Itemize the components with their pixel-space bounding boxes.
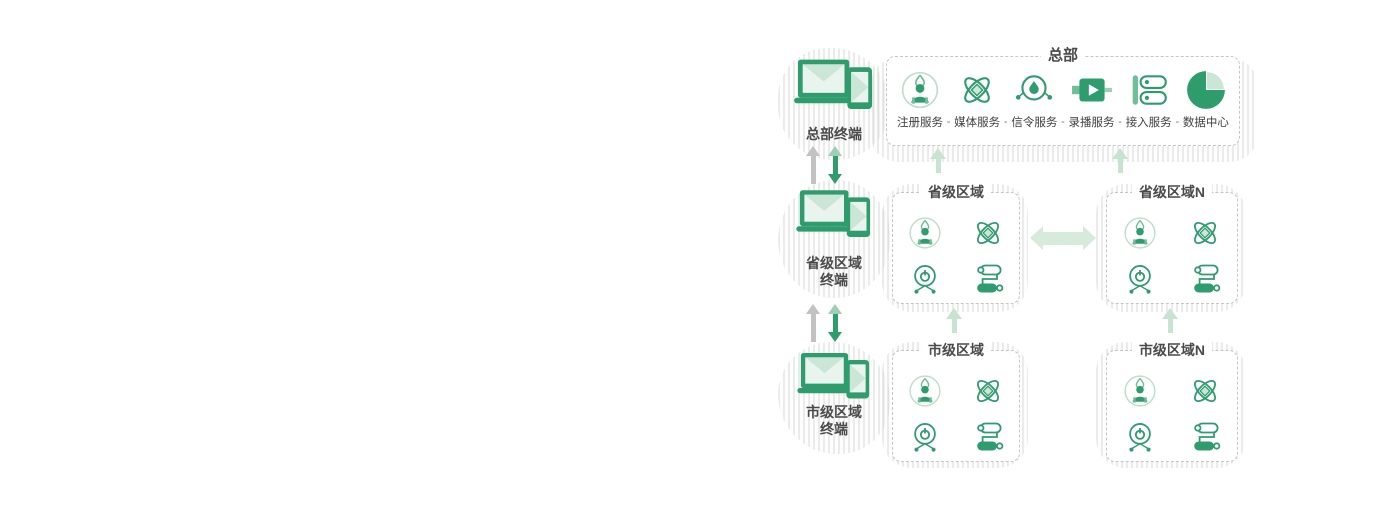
up-arrow-light-icon	[930, 148, 946, 173]
signal-icon	[1013, 69, 1055, 111]
city-box-n: 市级区域N	[1106, 341, 1238, 462]
double-arrow-green-icon	[828, 304, 842, 342]
hq-services-row: 注册服务 - 媒体服务 - 信令服务 - 录播服务 - 接入服务 -	[887, 57, 1239, 130]
service-separator: -	[1061, 116, 1065, 128]
city-box-n-title: 市级区域N	[1131, 341, 1213, 359]
register-icon	[907, 373, 943, 409]
province-box-n-title: 省级区域N	[1131, 183, 1213, 201]
service-label: 信令服务	[1011, 117, 1058, 129]
access-icon	[1128, 69, 1170, 111]
province-link-arrow-icon	[1030, 226, 1096, 250]
up-arrow-gray-icon	[806, 146, 820, 184]
province-terminal-label-line1: 省级区域	[806, 255, 862, 271]
register-icon	[1122, 215, 1158, 251]
service-separator: -	[1118, 116, 1122, 128]
media-icon	[970, 215, 1006, 251]
up-arrow-light-icon	[1162, 308, 1178, 333]
service-item: 录播服务	[1069, 69, 1115, 130]
up-arrow-light-icon	[1112, 148, 1128, 173]
server2-icon	[970, 261, 1006, 297]
service-item: 数据中心	[1183, 69, 1229, 130]
service-separator: -	[1175, 116, 1180, 128]
media-icon	[1187, 215, 1223, 251]
service-separator: -	[946, 116, 951, 128]
hq-terminal-icon	[792, 52, 878, 128]
server2-icon	[970, 419, 1006, 455]
up-arrow-light-icon	[946, 308, 962, 333]
datacenter-icon	[1185, 69, 1227, 111]
cam-icon	[907, 419, 943, 455]
province-terminal-label: 省级区域 终端	[779, 255, 889, 289]
media-icon	[970, 373, 1006, 409]
province-box-n: 省级区域N	[1106, 183, 1238, 304]
register-icon	[899, 69, 941, 111]
province-terminal-icon	[792, 183, 878, 255]
service-label: 媒体服务	[954, 117, 1001, 129]
city-terminal-label-line2: 终端	[820, 421, 848, 437]
city-terminal-label-line1: 市级区域	[806, 404, 862, 420]
record-icon	[1071, 69, 1113, 111]
province-box-title: 省级区域	[921, 183, 991, 201]
cam-icon	[907, 261, 943, 297]
service-item: 信令服务	[1011, 69, 1057, 130]
cam-icon	[1122, 261, 1158, 297]
hq-terminal-label-line1: 总部终端	[806, 126, 862, 142]
region-icon-grid	[893, 193, 1019, 299]
region-icon-grid	[1107, 351, 1237, 457]
cam-icon	[1122, 419, 1158, 455]
city-box: 市级区域	[892, 341, 1020, 462]
city-box-title: 市级区域	[921, 341, 991, 359]
province-terminal-label-line2: 终端	[820, 272, 848, 288]
service-label: 注册服务	[897, 117, 943, 129]
media-icon	[1187, 373, 1223, 409]
service-item: 注册服务	[897, 69, 943, 130]
region-icon-grid	[893, 351, 1019, 457]
up-arrow-gray-icon	[806, 304, 820, 342]
server2-icon	[1187, 419, 1223, 455]
double-arrow-green-icon	[828, 146, 842, 184]
server2-icon	[1187, 261, 1223, 297]
hq-box-title: 总部	[1040, 47, 1086, 65]
city-terminal-label: 市级区域 终端	[779, 404, 889, 438]
service-label: 接入服务	[1125, 117, 1172, 129]
media-icon	[956, 69, 998, 111]
region-icon-grid	[1107, 193, 1237, 299]
province-box: 省级区域	[892, 183, 1020, 304]
service-separator: -	[1003, 116, 1008, 128]
service-item: 媒体服务	[954, 69, 1000, 130]
hq-terminal-label: 总部终端	[779, 126, 889, 143]
province-city-link-arrows	[806, 304, 842, 342]
register-icon	[1122, 373, 1158, 409]
service-label: 录播服务	[1068, 117, 1115, 129]
hq-province-link-arrows	[806, 146, 842, 184]
hq-box: 总部 注册服务 - 媒体服务 - 信令服务 - 录播服务 -	[886, 47, 1240, 146]
service-item: 接入服务	[1126, 69, 1172, 130]
service-label: 数据中心	[1182, 117, 1229, 129]
register-icon	[907, 215, 943, 251]
